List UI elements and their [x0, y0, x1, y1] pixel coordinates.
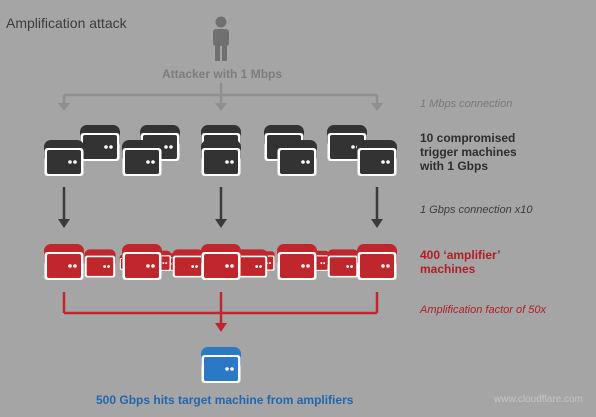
trigger-machines — [44, 125, 397, 176]
amplifier-machines — [44, 244, 397, 280]
trigger-server-icon — [122, 140, 162, 176]
trigger-server-icon — [357, 140, 397, 176]
target-server-icon — [201, 347, 241, 383]
diagram-title: Amplification attack — [6, 15, 127, 31]
trigger-connection-arrows — [62, 187, 379, 220]
watermark: www.cloudflare.com — [494, 394, 583, 405]
amplifier-label-line: 400 ‘amplifier’ — [420, 248, 501, 262]
trigger-label-line: trigger machines — [420, 145, 517, 159]
target-label: 500 Gbps hits target machine from amplif… — [96, 393, 354, 407]
amplifier-machines-label: 400 ‘amplifier’ machines — [420, 248, 500, 276]
trigger-label-line: 10 compromised — [420, 131, 516, 145]
gray-arrowheads — [58, 103, 383, 111]
amplification-factor-label: Amplification factor of 50x — [420, 304, 546, 316]
attacker-connection-arrows — [62, 83, 379, 104]
trigger-server-icon — [44, 140, 84, 176]
trigger-server-icon — [277, 140, 317, 176]
trigger-server-icon — [80, 125, 120, 161]
trigger-machines-label: 10 compromised trigger machines with 1 G… — [420, 131, 517, 173]
connection-2-label: 1 Gbps connection x10 — [420, 204, 533, 216]
trigger-label-line: with 1 Gbps — [420, 159, 489, 173]
trigger-server-icon — [201, 140, 241, 176]
attacker-label: Attacker with 1 Mbps — [162, 67, 283, 81]
attacker-person-icon — [213, 16, 229, 61]
amplification-arrows — [62, 292, 379, 324]
connection-1-label: 1 Mbps connection — [420, 98, 513, 110]
amplifier-label-line: machines — [420, 262, 476, 276]
